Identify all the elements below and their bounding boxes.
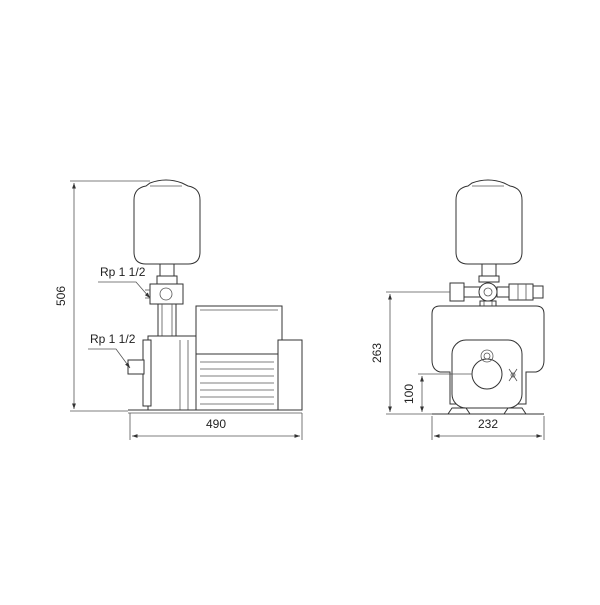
- dim-label-height-inlet: 100: [402, 384, 416, 404]
- discharge-valve-front: [478, 282, 498, 302]
- fan-icon: [508, 368, 518, 382]
- side-view: 506 490 Rp 1 1/2 Rp 1 1/2: [54, 179, 303, 440]
- fan-cover-side: [277, 339, 303, 411]
- discharge-valve-side: [149, 283, 184, 305]
- front-view: 263 100 232: [370, 179, 545, 440]
- dim-label-length-total: 490: [206, 417, 226, 431]
- dim-label-height-outlet: 263: [370, 343, 384, 363]
- pressure-tank-side: [133, 179, 201, 265]
- inlet-port-front: [471, 358, 503, 390]
- label-rp-lower: Rp 1 1/2: [90, 332, 136, 346]
- dim-label-height-total: 506: [54, 286, 68, 306]
- pump-head-side: [147, 335, 197, 411]
- terminal-box-side: [195, 305, 283, 355]
- dim-label-width-total: 232: [478, 417, 498, 431]
- pressure-tank-front: [455, 179, 523, 265]
- label-rp-upper: Rp 1 1/2: [100, 265, 146, 279]
